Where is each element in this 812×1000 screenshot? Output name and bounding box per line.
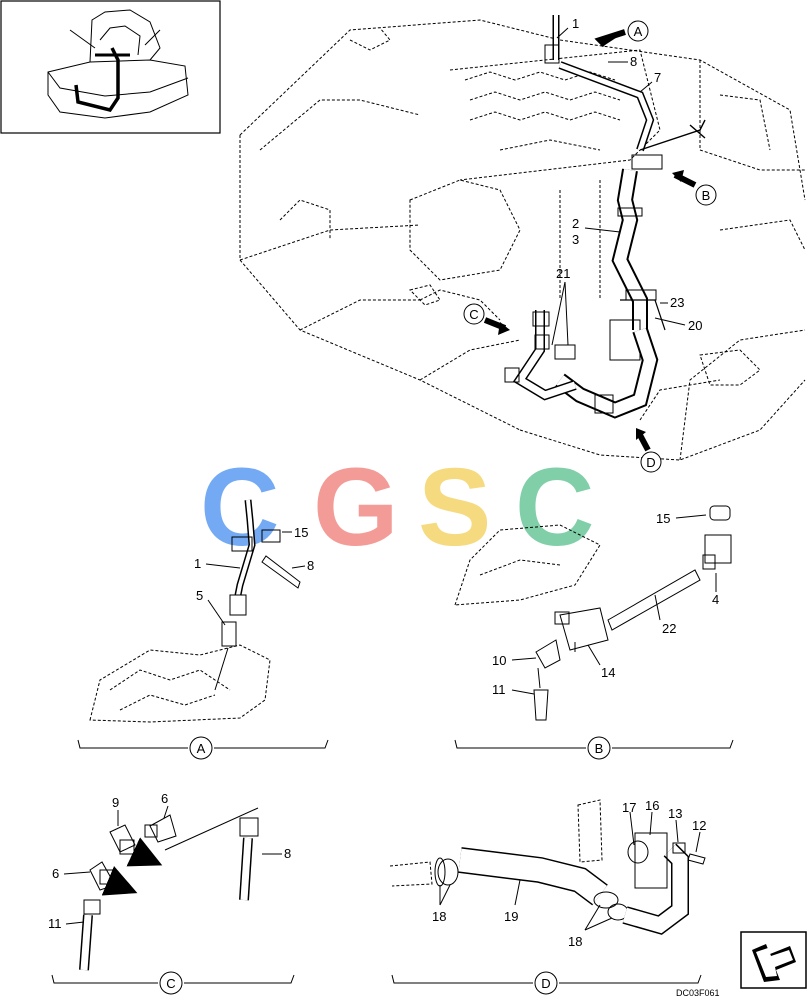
view-arrow-c: C xyxy=(463,303,510,335)
callout-21: 21 xyxy=(556,266,570,281)
svg-text:15: 15 xyxy=(294,525,308,540)
svg-text:5: 5 xyxy=(196,588,203,603)
svg-text:18: 18 xyxy=(432,909,446,924)
svg-text:13: 13 xyxy=(668,806,682,821)
callout-23: 23 xyxy=(670,295,684,310)
arrow-box-icon xyxy=(740,931,807,989)
view-label-a: A xyxy=(77,736,329,760)
callout-1: 1 xyxy=(572,16,579,31)
svg-text:17: 17 xyxy=(622,800,636,815)
detail-view-a xyxy=(89,499,301,723)
svg-text:C: C xyxy=(166,976,175,991)
detail-view-c xyxy=(79,807,259,971)
svg-text:4: 4 xyxy=(712,592,719,607)
view-label-d: D xyxy=(391,971,702,995)
svg-text:A: A xyxy=(197,741,206,756)
watermark-letter-3: S xyxy=(418,446,491,569)
detail-b-callouts: 15 4 22 10 14 11 xyxy=(492,511,719,697)
svg-text:11: 11 xyxy=(48,916,62,931)
svg-text:D: D xyxy=(646,455,655,470)
view-label-b: B xyxy=(454,736,734,760)
main-callouts: 1 8 7 2 3 21 23 20 xyxy=(551,16,702,346)
callout-3: 3 xyxy=(572,232,579,247)
svg-text:D: D xyxy=(541,976,550,991)
callout-7: 7 xyxy=(654,70,661,85)
svg-text:1: 1 xyxy=(194,556,201,571)
svg-text:B: B xyxy=(702,188,711,203)
watermark-letter-2: G xyxy=(313,446,399,569)
svg-text:12: 12 xyxy=(692,818,706,833)
callout-20: 20 xyxy=(688,318,702,333)
callout-2: 2 xyxy=(572,216,579,231)
drawing-code: DC03F061 xyxy=(676,988,720,998)
detail-view-d xyxy=(389,799,706,935)
svg-text:19: 19 xyxy=(504,909,518,924)
detail-c-arrows xyxy=(101,837,163,896)
svg-text:C: C xyxy=(469,307,478,322)
cgsc-watermark: C G S C xyxy=(200,446,594,569)
callout-8: 8 xyxy=(630,54,637,69)
svg-text:22: 22 xyxy=(662,621,676,636)
detail-c-callouts: 9 6 6 8 11 xyxy=(48,791,291,931)
detail-a-callouts: 15 1 8 5 xyxy=(194,525,314,626)
svg-text:9: 9 xyxy=(112,795,119,810)
inset-thumbnail xyxy=(0,0,221,134)
main-hose-routing xyxy=(504,15,706,419)
watermark-letter-1: C xyxy=(200,446,279,569)
svg-text:8: 8 xyxy=(284,846,291,861)
svg-text:16: 16 xyxy=(645,798,659,813)
detail-view-b xyxy=(454,505,732,721)
svg-text:8: 8 xyxy=(307,558,314,573)
view-arrow-a: A xyxy=(594,20,649,48)
detail-d-callouts: 17 16 13 12 18 19 18 xyxy=(432,798,706,949)
view-arrow-b: B xyxy=(672,170,717,206)
main-frame-drawing xyxy=(239,19,806,461)
svg-text:11: 11 xyxy=(492,682,506,697)
svg-text:18: 18 xyxy=(568,934,582,949)
svg-text:15: 15 xyxy=(656,511,670,526)
watermark-letter-4: C xyxy=(515,446,594,569)
svg-text:14: 14 xyxy=(601,665,615,680)
svg-text:10: 10 xyxy=(492,653,506,668)
svg-text:A: A xyxy=(634,24,643,39)
svg-text:6: 6 xyxy=(52,866,59,881)
view-arrow-d: D xyxy=(636,428,662,473)
svg-text:6: 6 xyxy=(161,791,168,806)
svg-text:B: B xyxy=(595,741,604,756)
view-label-c: C xyxy=(51,971,295,995)
